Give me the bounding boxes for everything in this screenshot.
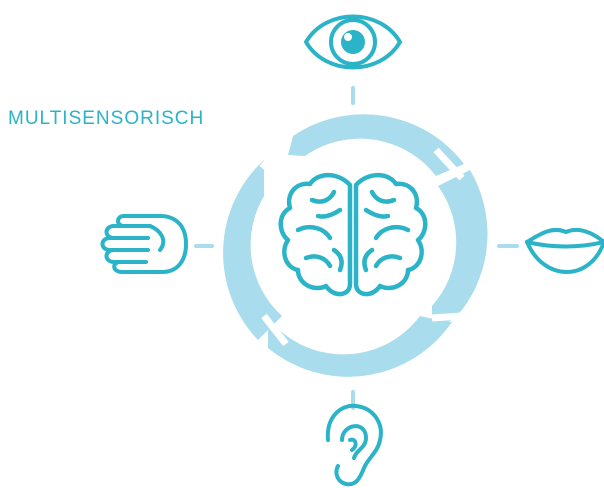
ring-gaps	[259, 137, 465, 347]
brain-right-fold-3	[363, 207, 391, 219]
mouth-upper-lip	[525, 227, 604, 244]
brain-right-fold-2	[373, 225, 411, 241]
hand-icon	[100, 214, 188, 274]
eye-pupil	[341, 30, 365, 54]
ear-inner	[340, 424, 368, 460]
brain-right-fold-4	[373, 254, 403, 269]
diagram-title: MULTISENSORISCH	[8, 108, 205, 129]
brain-left-fold-1	[309, 189, 337, 204]
ring-gap-top-left	[259, 137, 291, 171]
cycle-ring	[223, 114, 488, 377]
mouth-lower-lip	[525, 240, 604, 274]
mouth-icon	[525, 227, 604, 274]
brain-right-fold-5	[362, 247, 375, 273]
brain-icon	[278, 172, 428, 297]
ring-segment-top	[288, 114, 464, 176]
ring-segment-right	[432, 170, 488, 338]
ring-segment-left	[223, 160, 282, 340]
ring-gap-bottom-right	[431, 312, 463, 322]
brain-left-fold-2	[295, 225, 333, 241]
eye-iris	[329, 18, 377, 66]
ear-outer	[325, 403, 383, 487]
hand-outline	[100, 214, 188, 274]
hand-thumb	[148, 224, 166, 252]
mouth-center-line	[525, 240, 604, 249]
brain-left-fold-5	[331, 247, 344, 273]
brain-right-fold-1	[369, 189, 397, 204]
ring-gap-top-right	[433, 147, 465, 181]
brain-right-hemisphere	[353, 172, 428, 297]
ear-icon	[325, 403, 383, 487]
ring-segment-bottom	[268, 316, 452, 377]
eye-highlight	[344, 33, 352, 41]
eye-icon	[304, 14, 402, 70]
brain-left-fold-4	[303, 254, 333, 269]
ring-gap-bottom-left	[261, 313, 289, 347]
ear-canal	[348, 437, 358, 452]
brain-left-hemisphere	[278, 172, 353, 297]
brain-left-fold-3	[315, 207, 343, 219]
eye-outline	[304, 14, 402, 70]
